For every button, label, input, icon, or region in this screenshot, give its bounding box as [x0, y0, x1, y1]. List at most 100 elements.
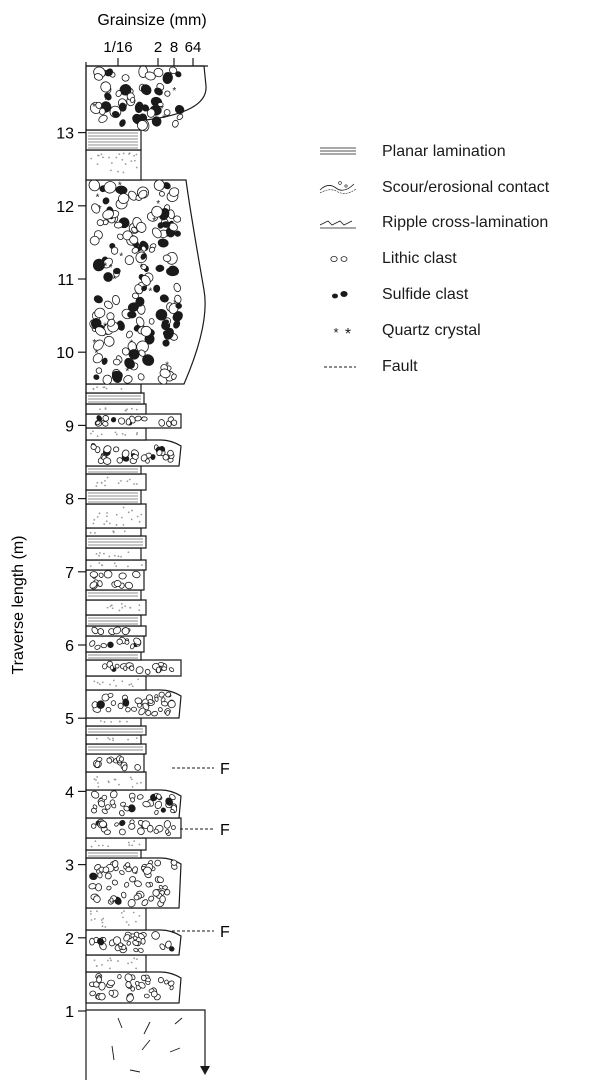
lithic-clast	[107, 692, 114, 698]
lithic-clast	[113, 221, 123, 229]
sand-grain	[128, 844, 131, 847]
lithic-clast	[93, 339, 104, 351]
lithic-clast	[112, 626, 122, 635]
sand-grain	[131, 844, 133, 847]
lithic-clast	[94, 760, 101, 768]
sand-grain	[122, 524, 125, 526]
lithic-clast	[96, 219, 104, 227]
lithic-clast	[170, 809, 175, 814]
sand-grain	[110, 959, 112, 962]
sandstone-bed	[85, 734, 142, 745]
lithic-clast	[133, 637, 142, 645]
lithic-clast	[102, 663, 108, 670]
lithic-clast	[118, 193, 130, 204]
sand-grain	[135, 920, 137, 923]
sand-grain	[130, 160, 133, 162]
sulfide-clast	[157, 238, 169, 248]
lithic-clast	[153, 828, 159, 834]
bed-outline	[85, 614, 142, 627]
lithic-clast	[136, 340, 149, 354]
sand-grain	[133, 840, 136, 843]
sand-grain	[117, 960, 119, 962]
bed-outline	[85, 717, 142, 727]
sandstone-bed	[85, 771, 147, 791]
laminated-bed	[85, 392, 145, 405]
lithic-clast	[124, 639, 130, 645]
sand-grain	[100, 564, 103, 567]
laminated-bed	[85, 743, 147, 755]
lithic-clast	[136, 794, 144, 800]
sand-grain	[127, 738, 129, 741]
sulfide-clast	[162, 339, 170, 347]
lithic-clast	[137, 702, 142, 708]
sand-grain	[109, 605, 112, 608]
sand-grain	[93, 680, 96, 683]
lithic-clast	[103, 335, 115, 347]
sand-grain	[107, 780, 110, 783]
lithic-clast	[167, 700, 176, 709]
quartz-crystal: *	[152, 216, 156, 227]
sand-grain	[90, 913, 92, 915]
sand-grain	[89, 910, 92, 913]
sand-grain	[133, 159, 136, 162]
lithic-clast	[129, 665, 135, 671]
lithic-clast	[89, 990, 96, 997]
sand-grain	[117, 170, 119, 173]
sand-grain	[101, 921, 104, 924]
lithic-clast	[121, 347, 130, 356]
lithic-clast	[170, 859, 178, 866]
y-tick-label: 6	[65, 638, 74, 655]
lithic-clast	[154, 859, 162, 867]
sand-grain	[101, 964, 103, 966]
lithic-clast	[104, 300, 113, 309]
sand-grain	[115, 524, 118, 526]
lithic-clast	[91, 626, 99, 635]
sand-grain	[135, 433, 138, 436]
lithic-clast	[171, 825, 176, 830]
lithic-clast	[131, 226, 138, 234]
sand-grain	[103, 721, 106, 723]
lithic-clast	[159, 895, 166, 904]
quartz-crystal: *	[103, 321, 107, 332]
lithic-clast	[165, 691, 172, 698]
sand-grain	[99, 408, 101, 411]
lithic-clast	[151, 931, 160, 940]
lithic-clast	[141, 416, 148, 422]
sand-grain	[99, 720, 102, 722]
laminated-bed	[85, 489, 142, 505]
lithic-clast	[119, 870, 125, 875]
sand-grain	[138, 914, 141, 917]
sand-grain	[110, 604, 113, 607]
lithic-clast	[114, 822, 119, 827]
sand-grain	[108, 967, 111, 970]
sand-grain	[93, 918, 96, 920]
lithic-clast	[131, 247, 139, 254]
sulfide-clast-icon	[332, 291, 348, 299]
bed-outline	[85, 743, 147, 755]
lithic-clast	[121, 891, 127, 899]
sand-grain	[120, 912, 123, 914]
lithic-clast	[156, 449, 163, 457]
lithic-clast	[138, 981, 146, 989]
sandstone-bed	[85, 954, 147, 973]
lithic-clast	[148, 246, 156, 253]
sulfide-clast	[161, 319, 170, 326]
sand-grain	[130, 509, 133, 512]
lithic-clast	[132, 935, 138, 941]
sand-grain	[103, 386, 106, 388]
sand-grain	[90, 845, 93, 848]
lithic-clast	[169, 985, 174, 991]
lithic-clast	[103, 445, 112, 454]
sand-grain	[127, 841, 130, 844]
sandstone-bed	[85, 907, 147, 931]
sulfide-clast	[93, 295, 103, 304]
lithic-clast	[145, 882, 151, 888]
sand-grain	[120, 388, 123, 390]
lithic-clast	[143, 866, 152, 875]
lithic-clast	[156, 876, 164, 883]
bed-outline	[85, 837, 147, 851]
y-tick-label: 2	[65, 931, 74, 948]
sand-grain	[92, 387, 95, 390]
lithic-clast	[102, 457, 112, 465]
